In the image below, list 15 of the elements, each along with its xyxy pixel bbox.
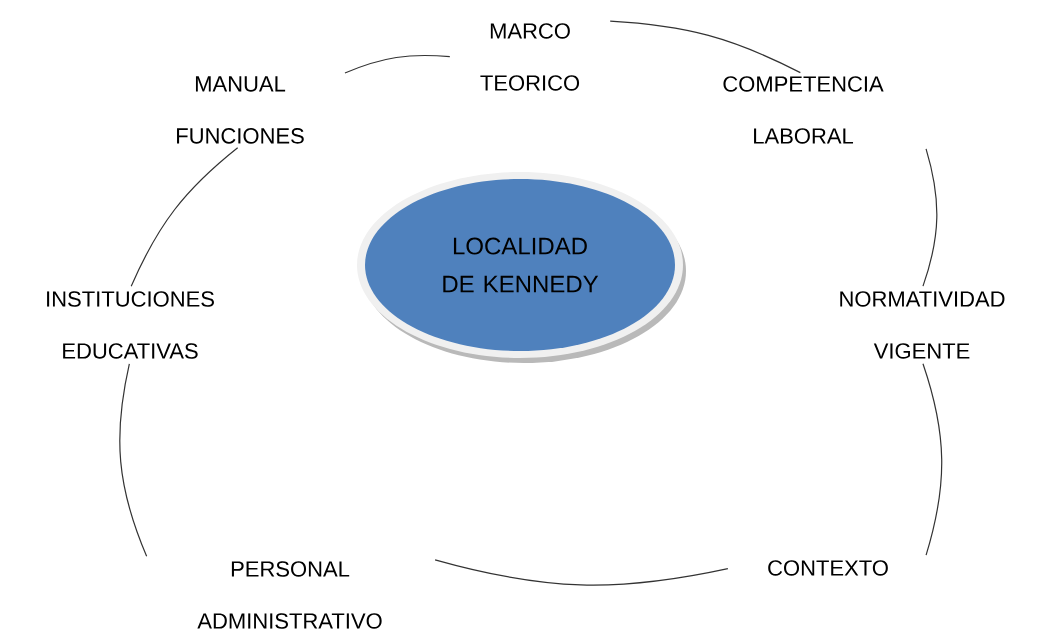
label-text: MANUAL FUNCIONES (177, 76, 304, 144)
ellipse-node: LOCALIDAD DE KENNEDY (357, 172, 686, 363)
label-text: MARCO TEORICO (480, 23, 580, 91)
label-text: CONTEXTO (768, 560, 888, 576)
label-text: COMPETENCIA LABORAL (723, 76, 884, 144)
connector-arc (922, 363, 943, 556)
label-text: NORMATIVIDAD VIGENTE (840, 291, 1005, 359)
connector-arc (344, 54, 451, 74)
connector-arc (119, 363, 148, 557)
label-text: INSTITUCIONES EDUCATIVAS (47, 291, 214, 359)
connector-arc (130, 147, 239, 287)
connector-arc (609, 20, 801, 74)
connector-arc (434, 559, 729, 586)
connector-arc (922, 148, 938, 287)
label-text: PERSONAL ADMINISTRATIVO (197, 561, 382, 629)
